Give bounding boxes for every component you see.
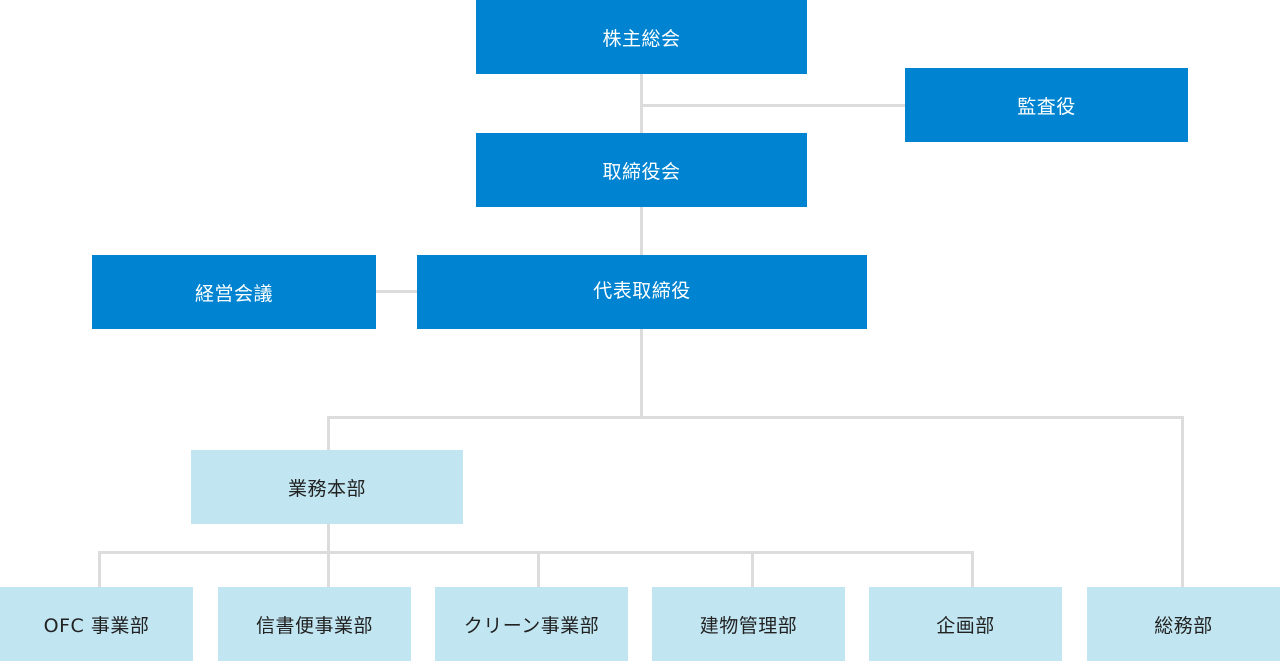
connector-branch-right-down bbox=[1181, 416, 1184, 587]
department-box-planning: 企画部 bbox=[869, 587, 1062, 661]
connector-departments-horizontal bbox=[98, 551, 974, 554]
connector-management-meeting bbox=[376, 290, 417, 293]
management-meeting-box: 経営会議 bbox=[92, 255, 376, 329]
business-headquarters-box: 業務本部 bbox=[191, 450, 463, 524]
connector-dept-3 bbox=[537, 551, 540, 587]
connector-dept-5 bbox=[971, 551, 974, 587]
connector-branch-horizontal bbox=[327, 416, 1184, 419]
representative-director-box: 代表取締役 bbox=[417, 255, 867, 329]
connector-branch-left-down bbox=[327, 416, 330, 450]
board-of-directors-box: 取締役会 bbox=[476, 133, 807, 207]
auditor-box: 監査役 bbox=[905, 68, 1188, 142]
connector-dept-4 bbox=[751, 551, 754, 587]
connector-headquarters-down bbox=[327, 524, 330, 552]
connector-representative-down bbox=[640, 329, 643, 418]
connector-board-representative bbox=[640, 207, 643, 255]
connector-dept-1 bbox=[98, 551, 101, 587]
department-box-building-management: 建物管理部 bbox=[652, 587, 845, 661]
connector-dept-2 bbox=[327, 551, 330, 587]
department-box-correspondence: 信書便事業部 bbox=[218, 587, 411, 661]
department-box-ofc: OFC 事業部 bbox=[0, 587, 193, 661]
connector-auditor bbox=[640, 104, 905, 107]
connector-shareholders-board bbox=[640, 74, 643, 133]
general-affairs-box: 総務部 bbox=[1087, 587, 1280, 661]
department-box-clean: クリーン事業部 bbox=[435, 587, 628, 661]
shareholders-meeting-box: 株主総会 bbox=[476, 0, 807, 74]
